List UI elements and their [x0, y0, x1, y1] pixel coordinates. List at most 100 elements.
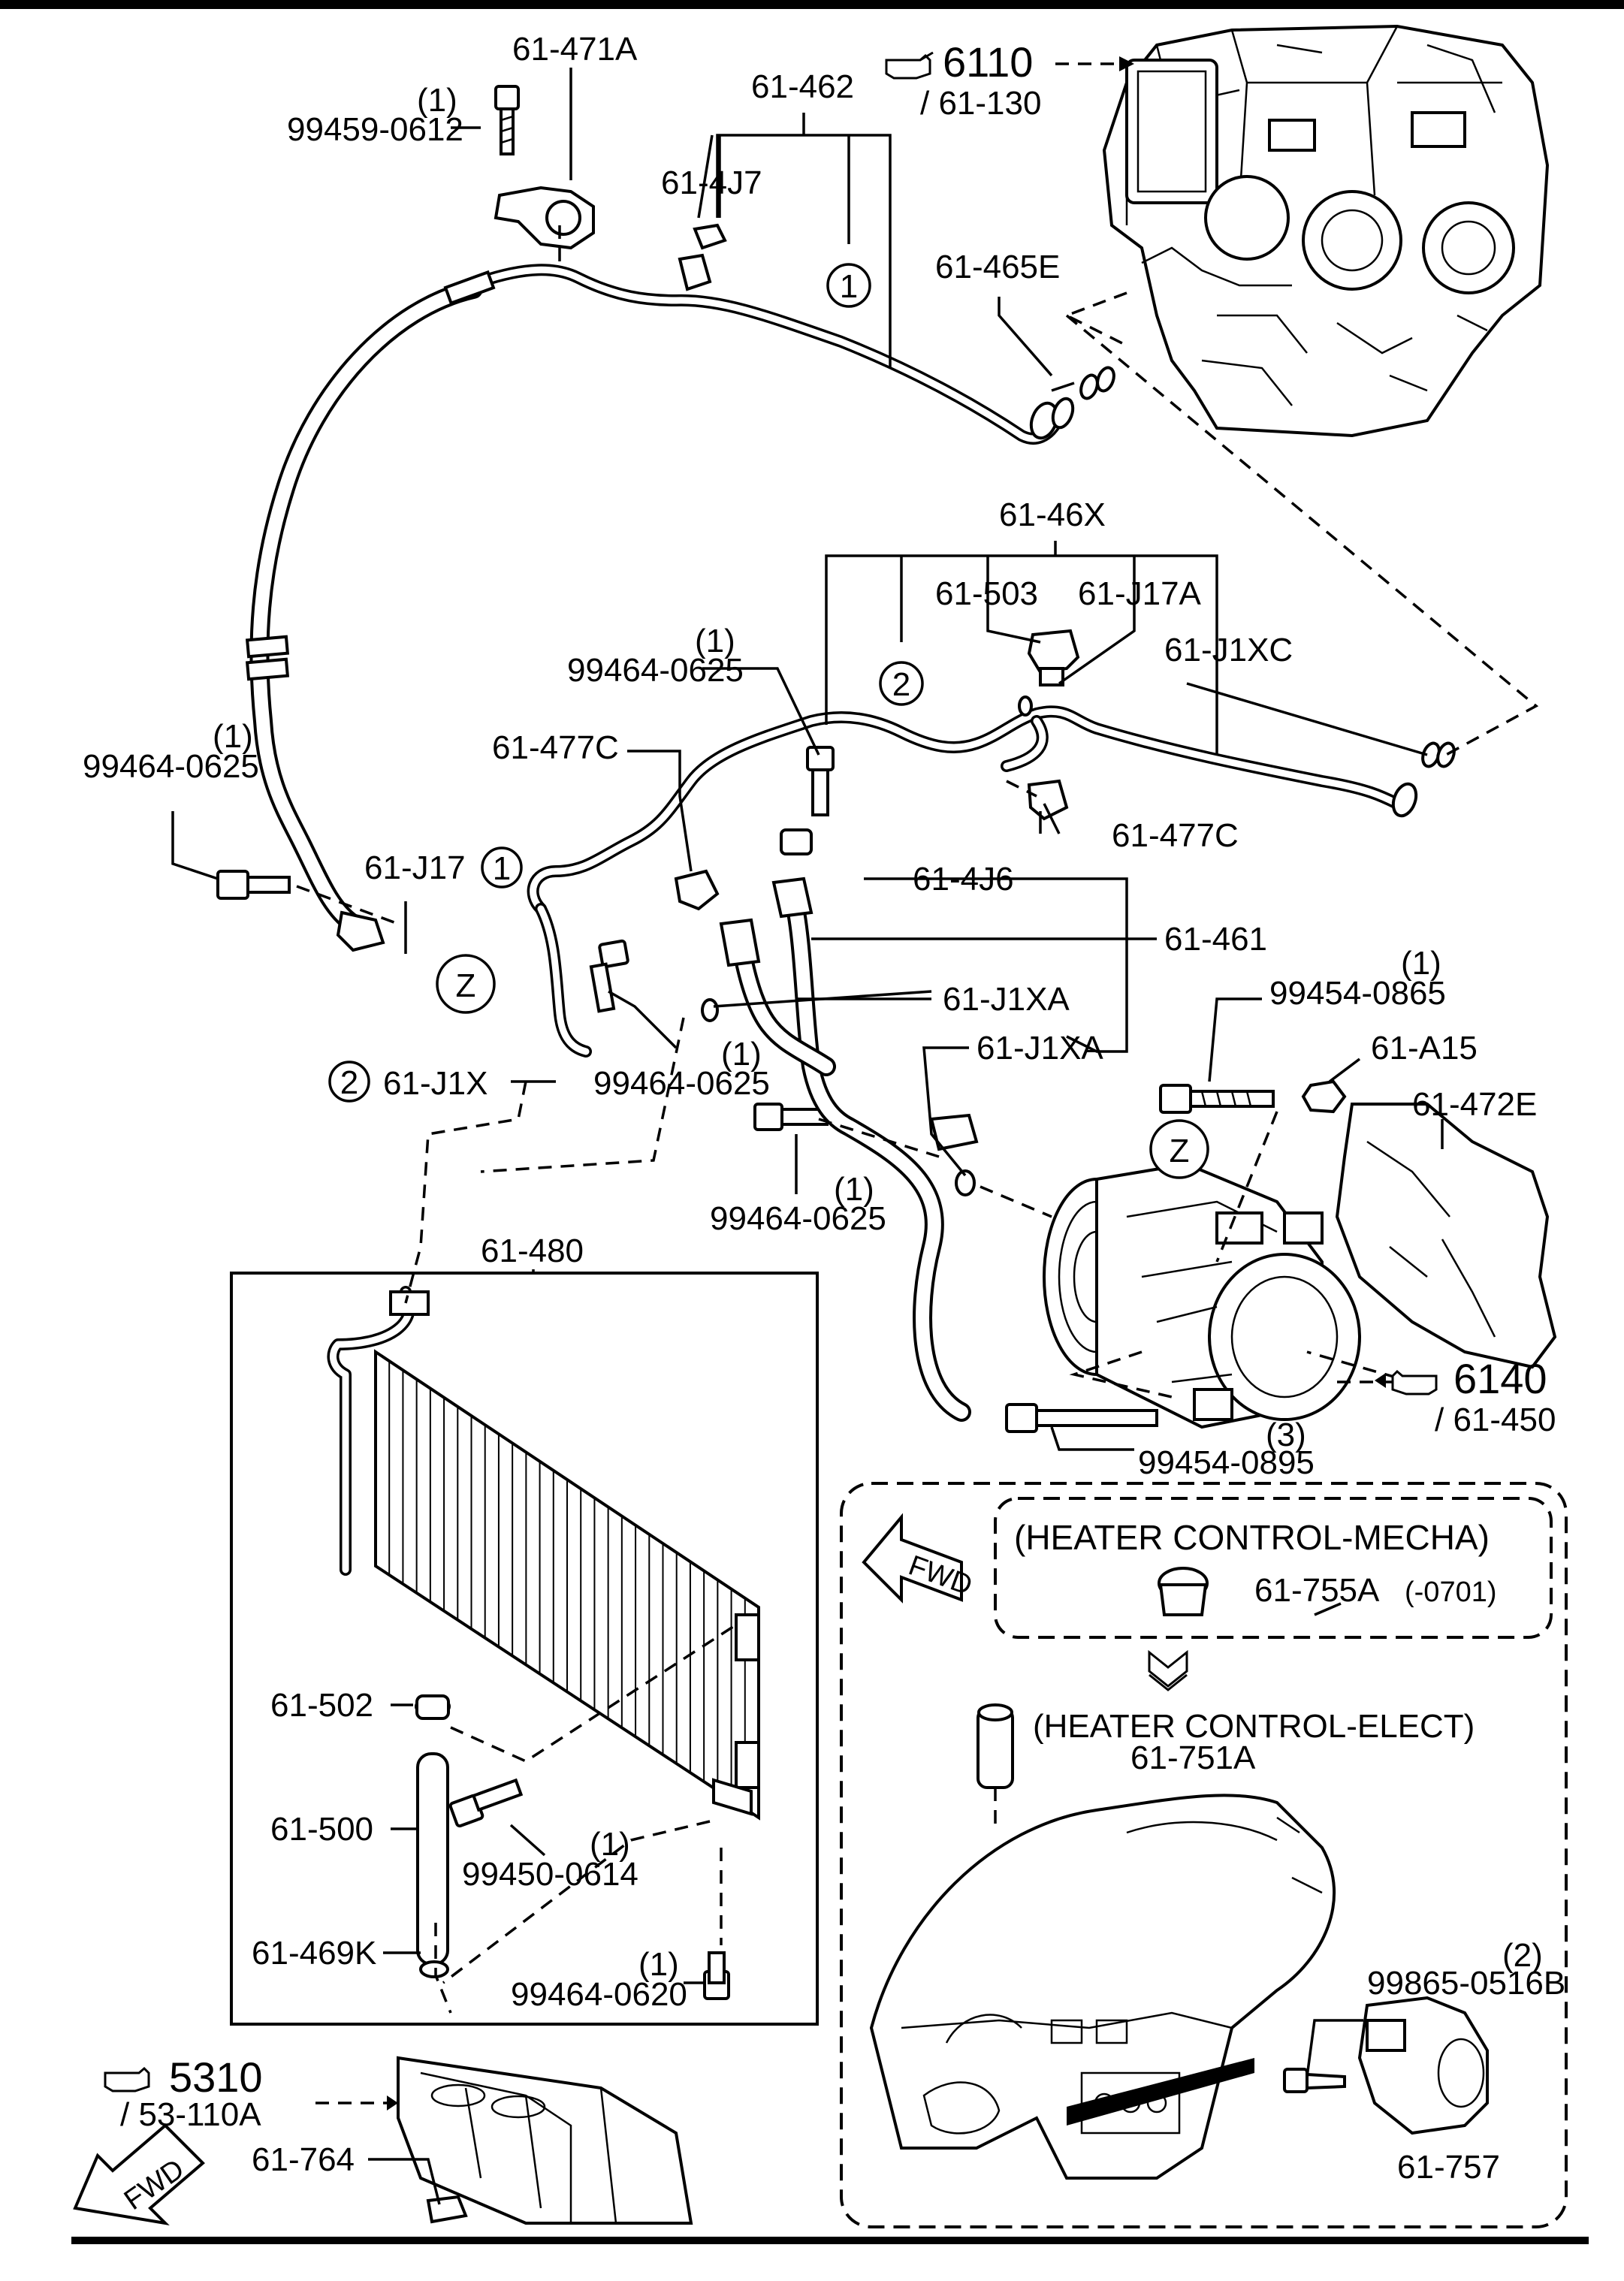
fwd-arrow-icon: FWD [862, 1513, 977, 1604]
bolts-99464-0625 [216, 746, 835, 1131]
dashed-connections [296, 225, 1539, 2104]
blower-motor-61-757 [1283, 1996, 1489, 2135]
label-61-J1XC: 61-J1XC [1164, 632, 1293, 668]
switch-61-751A [977, 1703, 1014, 1789]
callout-circle-1-upper: 1 [826, 263, 871, 308]
condenser-drawing [327, 1286, 760, 1821]
label-heater-control-elect: (HEATER CONTROL-ELECT) [1033, 1708, 1475, 1745]
label-heater-control-mecha: (HEATER CONTROL-MECHA) [1014, 1518, 1490, 1557]
label-61-J1XA-b: 61-J1XA [977, 1030, 1103, 1067]
top-border [0, 0, 1624, 9]
ref-6110: 6110 / 61-130 [885, 38, 1134, 122]
label-61-A15: 61-A15 [1371, 1030, 1478, 1067]
label-61-J1XA-a: 61-J1XA [943, 981, 1070, 1018]
svg-text:/ 61-130: / 61-130 [920, 85, 1041, 122]
clamp-61-471A [494, 85, 595, 250]
label-61-471A: 61-471A [512, 31, 638, 68]
label-99464-0620-qty: (1) [638, 1946, 679, 1983]
radiator-support-drawing [397, 2056, 693, 2225]
label-61-755A: 61-755A [1254, 1572, 1380, 1609]
heater-control-mecha-box [994, 1497, 1553, 1639]
pointing-hand-icon [104, 2066, 150, 2092]
label-99459-0612: 99459-0612 [287, 111, 463, 148]
heater-unit-drawing [1102, 24, 1550, 438]
svg-text:1: 1 [493, 850, 511, 887]
nut-61-A15 [1301, 1079, 1347, 1114]
svg-text:Z: Z [456, 967, 476, 1004]
label-61-4J7: 61-4J7 [661, 164, 762, 201]
ref-5310: 5310 / 53-110A [104, 2053, 398, 2133]
label-61-751A: 61-751A [1130, 1739, 1256, 1776]
callout-circle-2-upper: 2 [879, 661, 924, 706]
label-61-472E: 61-472E [1412, 1086, 1537, 1123]
label-99450-0614: 99450-0614 [462, 1856, 638, 1893]
svg-text:5310: 5310 [169, 2053, 263, 2101]
label-61-500: 61-500 [270, 1811, 373, 1848]
hose-discharge [245, 270, 496, 952]
cap-61-4J7 [678, 223, 727, 291]
pointing-hand-icon [885, 51, 934, 80]
receiver-drier-61-500 [415, 1694, 451, 1978]
label-61-764: 61-764 [252, 2141, 355, 2178]
label-61-503: 61-503 [935, 575, 1038, 612]
condenser-bolts [448, 1778, 730, 2000]
label-61-477C-a: 61-477C [492, 729, 619, 766]
label-61-J17: 61-J17 [364, 849, 466, 886]
svg-text:/ 61-450: / 61-450 [1435, 1401, 1556, 1438]
svg-text:2: 2 [892, 666, 910, 703]
callout-circle-2-lower: 2 [328, 1061, 370, 1103]
label-99865-0516B: 99865-0516B [1367, 1965, 1565, 2002]
svg-text:1: 1 [840, 268, 858, 305]
label-99464-0625-a: 99464-0625 [567, 652, 744, 689]
knob-61-755A [1158, 1567, 1209, 1616]
hose-61-461 [701, 876, 979, 1422]
callout-z-left: Z [436, 954, 496, 1014]
label-61-469K: 61-469K [252, 1935, 376, 1972]
label-61-465E: 61-465E [935, 249, 1060, 285]
label-61-757: 61-757 [1397, 2149, 1500, 2186]
label-99454-0895: 99454-0895 [1138, 1444, 1315, 1481]
insulator-61-472E [1335, 1103, 1557, 1369]
heater-control-box [840, 1482, 1568, 2228]
label-61-J17A: 61-J17A [1078, 575, 1202, 612]
svg-text:Z: Z [1170, 1133, 1190, 1169]
fitting-61-462-end [1029, 366, 1115, 440]
callout-z-compressor: Z [1149, 1119, 1209, 1179]
label-99454-0895-qty: (3) [1266, 1417, 1306, 1453]
compressor-drawing [1043, 1162, 1361, 1429]
pipe-61-462 [475, 264, 1061, 445]
label-99865-0516B-qty: (2) [1502, 1937, 1543, 1974]
swap-arrow-icon [1148, 1649, 1188, 1691]
label-99454-0865-qty: (1) [1401, 945, 1441, 982]
label-99464-0625-a-qty: (1) [695, 623, 735, 659]
label-99464-0625-b-qty: (1) [213, 718, 253, 755]
clip-61-477C [674, 779, 1069, 911]
label-61-480: 61-480 [481, 1233, 584, 1269]
svg-text:/ 53-110A: / 53-110A [120, 2096, 261, 2133]
label-61-462: 61-462 [751, 68, 854, 105]
pointing-hand-icon [1391, 1369, 1438, 1395]
pipe-61-46X [527, 695, 1456, 1058]
label-61-4J6: 61-4J6 [913, 861, 1014, 898]
leader-lines [171, 68, 1444, 2205]
callout-circle-1-lower: 1 [481, 846, 523, 889]
label-99454-0865: 99454-0865 [1269, 975, 1446, 1012]
svg-text:6140: 6140 [1453, 1355, 1547, 1402]
label-61-755A-note: (-0701) [1405, 1576, 1497, 1608]
label-99464-0625-c-qty: (1) [721, 1036, 762, 1073]
label-99464-0625-d-qty: (1) [834, 1171, 874, 1208]
label-99450-0614-qty: (1) [590, 1826, 630, 1863]
fwd-arrow-icon: FWD [73, 2123, 205, 2225]
part-labels: 61-471A (1) 99459-0612 61-462 61-4J7 61-… [83, 31, 1565, 2186]
label-61-46X: 61-46X [999, 496, 1106, 533]
ref-6140: 6140 / 61-450 [1375, 1355, 1556, 1438]
svg-text:2: 2 [340, 1064, 358, 1101]
label-99464-0625-d: 99464-0625 [710, 1200, 886, 1237]
label-61-461: 61-461 [1164, 921, 1267, 958]
label-99464-0625-b: 99464-0625 [83, 748, 259, 785]
label-61-502: 61-502 [270, 1687, 373, 1724]
label-99459-0612-qty: (1) [417, 82, 457, 119]
svg-text:6110: 6110 [943, 38, 1033, 86]
label-61-J1X: 61-J1X [383, 1065, 488, 1102]
